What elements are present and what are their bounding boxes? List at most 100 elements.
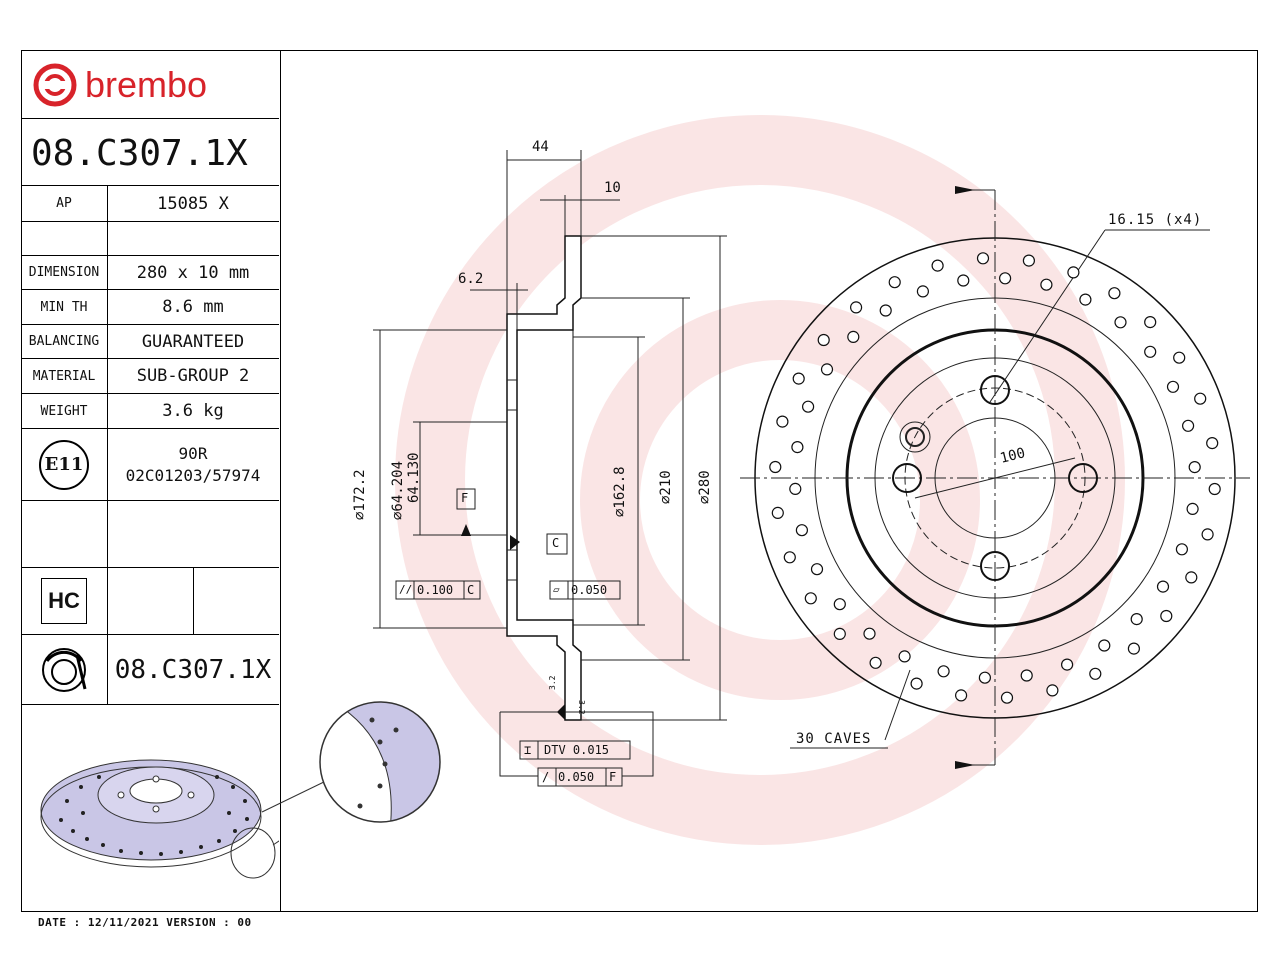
cross-drill-hole [1022,254,1036,267]
cross-drill-hole [1194,392,1207,405]
blank-cell [21,501,108,567]
cross-drill-hole [1175,543,1189,556]
cross-drill-hole [795,524,809,537]
datum-c: C [552,536,560,550]
tol-parallel-ref: C [467,583,475,597]
cross-drill-hole [1208,482,1221,496]
dim-hat-step: 6.2 [458,271,484,287]
spec-value: SUB-GROUP 2 [136,366,250,386]
cross-drill-hole [888,276,901,289]
dtv-symbol: ⌶ [524,743,532,757]
spec-row: BALANCING GUARANTEED [21,325,279,359]
part-number-row: 08.C307.1X [21,119,279,186]
cross-drill-hole [810,563,824,576]
spec-label: MIN TH [21,290,108,324]
cross-drill-hole [1098,639,1111,652]
cross-drill-hole [1040,278,1053,291]
divider [193,568,194,634]
hc-row: HC [21,568,279,635]
cross-drill-hole [1144,316,1157,329]
cross-drill-hole [1127,642,1141,655]
cross-drill-hole [954,689,968,702]
cross-drill-hole [976,252,990,265]
spec-label: DIMENSION [21,256,108,289]
cross-drill-hole [1060,658,1074,671]
part-number: 08.C307.1X [31,133,248,174]
tol-parallel: 0.100 [417,583,454,597]
cross-drill-hole [1188,461,1201,474]
cross-drill-hole [910,677,923,690]
cross-drill-hole [869,656,882,669]
cross-drill-hole [1020,669,1033,682]
dim-d172: ⌀172.2 [352,469,368,520]
dim-d210: ⌀210 [658,470,674,504]
cert-text: 90R 02C01203/57974 [107,429,279,500]
cross-drill-hole [792,372,805,385]
cross-drill-hole [898,650,911,663]
cross-drill-hole [931,259,944,272]
surface-finish-left: 3.2 [548,675,557,690]
cross-drill-hole [1114,316,1127,329]
spec-row: WEIGHT 3.6 kg [21,394,279,429]
disc-section-icon [42,647,87,692]
cross-drill-hole [1046,684,1059,697]
certification-row: E11 90R 02C01203/57974 [21,429,279,501]
cert-line2: 02C01203/57974 [125,465,261,485]
e-mark-icon: E11 [39,439,89,490]
dim-d64-max: ⌀64.204 [390,460,406,520]
cross-drill-hole [791,441,804,454]
cross-drill-hole [1067,266,1080,279]
brand-name: brembo [85,64,207,105]
cross-drill-hole [771,506,784,520]
footer-part-number: 08.C307.1X [114,654,272,685]
flatness-symbol: ▱ [553,583,560,596]
cross-drill-hole [1108,287,1121,300]
tol-flatness: 0.050 [571,583,608,597]
cross-drill-hole [1144,345,1157,358]
cross-drill-hole [801,400,815,413]
hc-icon: HC [41,578,87,624]
cross-drill-hole [1173,351,1186,364]
spec-row: MIN TH 8.6 mm [21,290,279,325]
surface-finish-right: 3.2 [577,700,586,715]
spec-value: 280 x 10 mm [136,262,250,283]
cross-drill-hole [1130,612,1143,626]
cross-drill-hole [937,665,950,678]
spec-label: WEIGHT [21,394,108,428]
logo-row: brembo [21,50,279,119]
blank-cell [21,222,108,255]
ap-label: AP [21,186,108,221]
cross-drill-hole [1206,437,1219,450]
title-block: brembo 08.C307.1X AP 15085 X DIMENSION 2… [21,50,281,912]
dim-d280: ⌀280 [697,470,713,504]
cross-drill-hole [1166,380,1180,393]
cert-line1: 90R [178,443,208,463]
spec-value: 8.6 mm [162,297,224,317]
spec-value: 3.6 kg [162,401,224,421]
cross-drill-hole [789,482,802,495]
dim-d162: ⌀162.8 [612,466,628,517]
cross-drill-hole [847,330,860,343]
dim-thickness: 10 [604,180,621,196]
disc-icon-cell [21,635,108,704]
ap-value: 15085 X [157,193,229,214]
tol-runout: 0.050 [558,770,595,784]
parallel-symbol: // [399,583,413,596]
cross-drill-hole [1000,691,1014,704]
tol-dtv: DTV 0.015 [544,743,610,757]
brembo-logo: brembo [33,63,207,107]
cross-drill-hole [1089,667,1102,680]
datum-f: F [461,491,469,505]
spec-row: MATERIAL SUB-GROUP 2 [21,359,279,394]
cross-drill-hole [783,551,796,564]
spec-value: GUARANTEED [141,331,245,352]
dim-d64-min: 64.130 [406,452,422,503]
blank-row-2 [21,501,279,568]
cross-drill-hole [879,304,892,317]
cross-drill-hole [957,274,970,287]
spec-label: MATERIAL [21,359,108,393]
cross-drill-hole [916,285,930,298]
cross-drill-hole [833,627,846,641]
date-version: DATE : 12/11/2021 VERSION : 00 [38,916,252,929]
